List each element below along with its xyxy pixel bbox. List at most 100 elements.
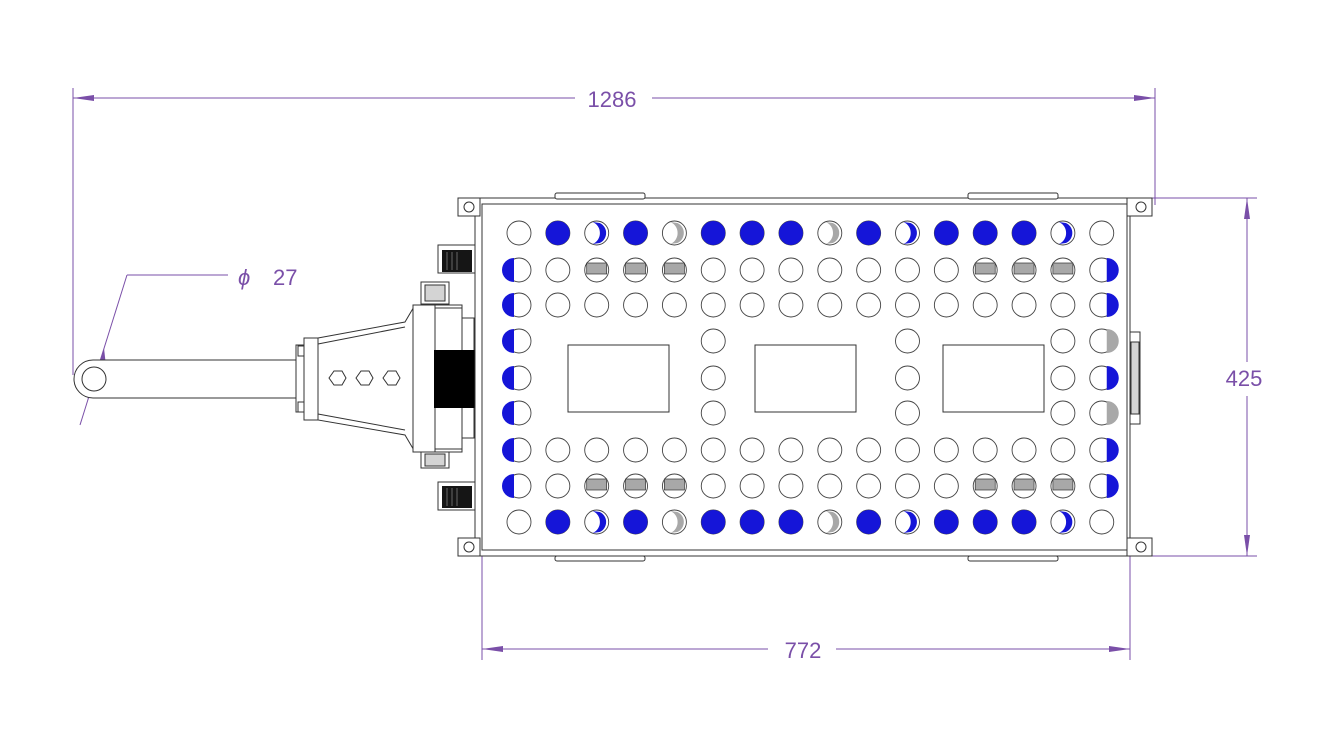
- deck-hole-shade: [1106, 474, 1119, 498]
- deck-hole: [739, 292, 765, 318]
- deck-hole: [933, 257, 959, 283]
- deck-hole: [739, 437, 765, 463]
- deck-hole: [933, 473, 959, 499]
- overall-length-label: 1286: [588, 87, 637, 112]
- deck-hole: [545, 473, 571, 499]
- deck-slot-fitting: [974, 478, 996, 491]
- deck-hole: [856, 437, 882, 463]
- deck-slot-fitting: [625, 478, 646, 491]
- deck-hole-shade: [740, 221, 765, 246]
- deck-hole-shade: [1106, 366, 1119, 390]
- hitch-block: [434, 350, 478, 408]
- deck-hole: [623, 292, 648, 318]
- deck-hole: [817, 437, 843, 463]
- deck-hole: [739, 257, 765, 283]
- deck-hole: [895, 365, 920, 391]
- deck-hole: [817, 292, 843, 318]
- deck-hole: [856, 257, 882, 283]
- deck-hole-shade: [592, 222, 607, 244]
- deck-hole: [778, 292, 804, 318]
- deck-hole: [778, 257, 804, 283]
- deck-hole: [545, 257, 571, 283]
- deck-hole-shade: [1106, 401, 1119, 425]
- deck-slot-fitting: [1013, 262, 1035, 275]
- deck-hole-shade: [778, 221, 803, 246]
- deck-hole-shade: [1106, 438, 1119, 462]
- corner-fitting-bl: [457, 537, 481, 557]
- deck-hole: [700, 400, 726, 426]
- deck-hole: [856, 292, 882, 318]
- deck-hole-shade: [903, 222, 917, 244]
- drawbar-eye-label: 27: [273, 265, 297, 290]
- deck-hole-shade: [502, 329, 514, 353]
- deck-hole: [623, 437, 648, 463]
- deck-cutout-left: [567, 344, 670, 413]
- deck-hole: [700, 257, 726, 283]
- deck-hole-shade: [623, 221, 648, 246]
- deck-hole: [545, 437, 571, 463]
- deck-hole-shade: [903, 511, 917, 533]
- deck-cutout-center: [754, 344, 857, 413]
- deck-hole: [700, 473, 726, 499]
- deck-hole: [895, 257, 920, 283]
- deck-hole: [1050, 365, 1076, 391]
- deck-hole-shade: [701, 510, 726, 534]
- deck-hole: [1011, 292, 1037, 318]
- deck-hole: [1050, 292, 1076, 318]
- deck-hole: [1050, 437, 1076, 463]
- drawbar-eye-symbol: ϕ: [238, 265, 250, 290]
- deck-slot-fitting: [1013, 478, 1035, 491]
- deck-hole: [817, 257, 843, 283]
- deck-hole: [972, 437, 998, 463]
- deck-hole-shade: [856, 510, 881, 534]
- deck-hole: [739, 473, 765, 499]
- deck-hole-shade: [934, 221, 959, 246]
- width-label: 425: [1226, 366, 1263, 391]
- deck-hole: [661, 437, 687, 463]
- deck-hole-shade: [545, 510, 570, 534]
- deck-hole: [661, 292, 687, 318]
- deck-slot-fitting: [1052, 478, 1074, 491]
- corner-fitting-tl: [457, 197, 481, 217]
- corner-fitting-br: [1126, 537, 1153, 557]
- deck-hole: [1011, 437, 1037, 463]
- deck-hole: [778, 473, 804, 499]
- deck-hole-shade: [1012, 221, 1037, 246]
- deck-hole-pattern: [502, 220, 1119, 535]
- deck-hole: [506, 220, 532, 246]
- deck-hole-shade: [502, 438, 514, 462]
- deck-hole: [1050, 328, 1076, 354]
- deck-hole: [895, 328, 920, 354]
- deck-slot-fitting: [664, 478, 685, 491]
- deck-hole: [1050, 400, 1076, 426]
- deck-hole: [506, 509, 532, 535]
- deck-hole: [584, 437, 610, 463]
- deck-length-label: 772: [785, 638, 822, 663]
- deck-hole: [895, 400, 920, 426]
- deck-hole-shade: [670, 222, 684, 244]
- deck-hole-shade: [1012, 510, 1037, 534]
- deck-hole: [933, 437, 959, 463]
- deck-hole-shade: [592, 511, 607, 533]
- dimension-width: 425: [1130, 197, 1263, 557]
- deck-hole: [778, 437, 804, 463]
- deck-hole-shade: [778, 510, 803, 534]
- deck-hole-shade: [1058, 511, 1073, 533]
- deck-hole: [933, 292, 959, 318]
- deck-hole: [1089, 509, 1115, 535]
- deck-hole-shade: [502, 401, 514, 425]
- deck-hole-shade: [825, 511, 840, 533]
- deck-hole-shade: [502, 366, 514, 390]
- deck-hole: [895, 473, 920, 499]
- deck-hole-shade: [973, 221, 998, 246]
- deck-hole: [895, 437, 920, 463]
- deck-hole-shade: [973, 510, 998, 534]
- deck-hole-shade: [545, 221, 570, 246]
- deck-hole-shade: [1058, 222, 1073, 244]
- deck-slot-fitting: [625, 262, 646, 275]
- deck-slot-fitting: [586, 478, 608, 491]
- deck-hole: [584, 292, 610, 318]
- deck-hole: [1089, 220, 1115, 246]
- deck-hole-shade: [670, 511, 684, 533]
- deck-hole-shade: [701, 221, 726, 246]
